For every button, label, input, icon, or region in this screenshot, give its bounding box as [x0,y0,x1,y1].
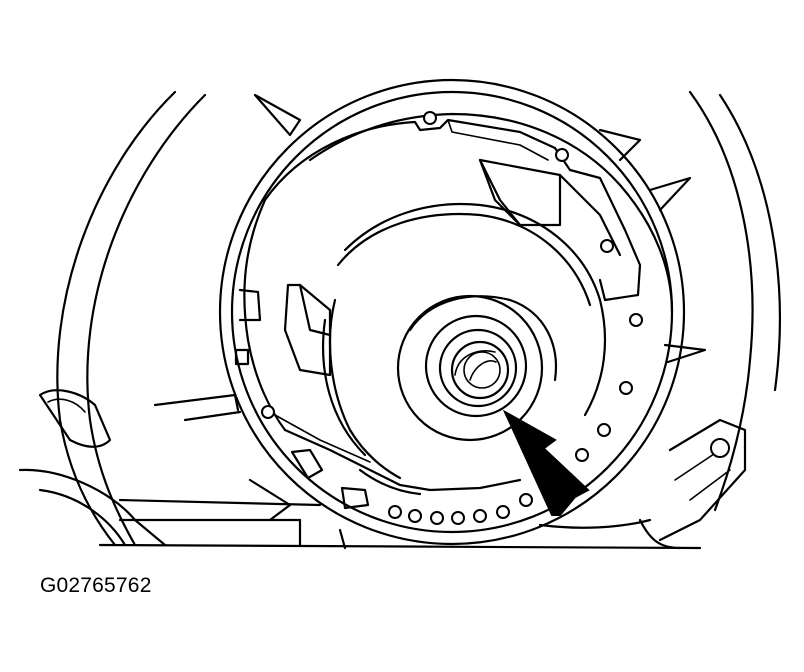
plate-tabs [283,158,622,510]
outer-ring [218,78,686,546]
plate-holes [234,111,643,525]
housing-base [98,498,702,550]
center-hub [396,294,557,442]
transmission-diagram [18,78,781,550]
figure-id-label: G02765762 [40,574,152,597]
pointer-arrow [502,409,590,516]
clutch-drum [322,203,607,496]
housing-right [638,90,781,550]
housing-left [18,90,207,547]
